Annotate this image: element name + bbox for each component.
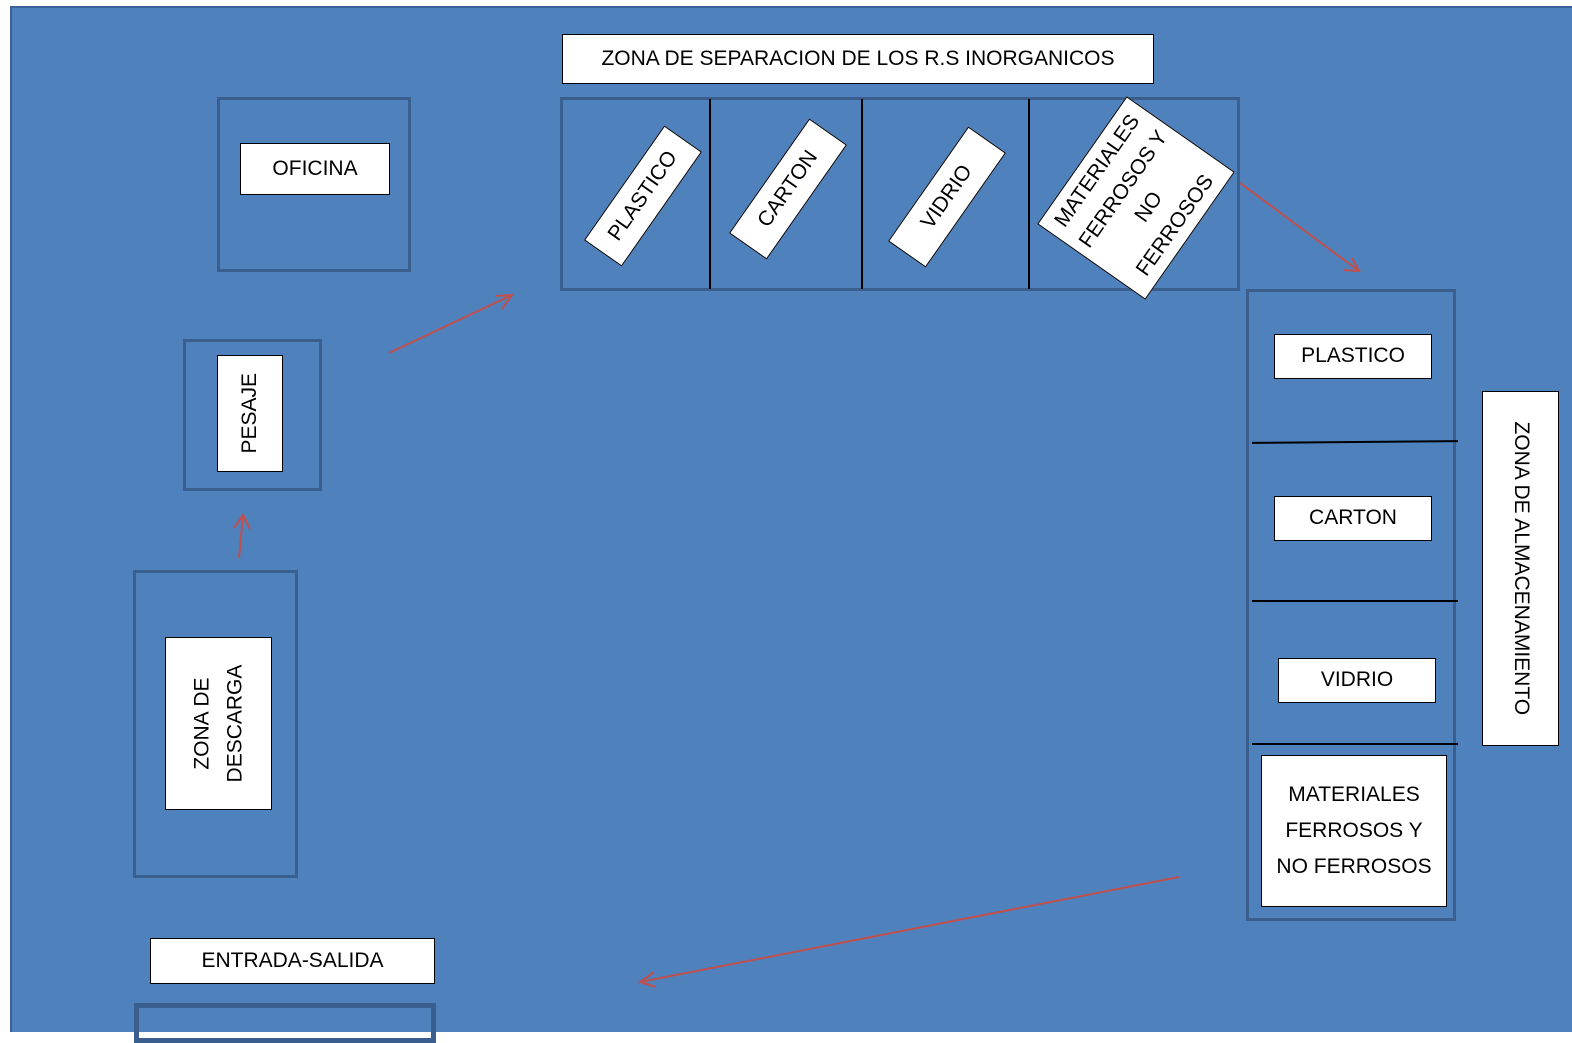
storage-bin-plastico: PLASTICO bbox=[1274, 334, 1432, 379]
separation-divider bbox=[709, 99, 711, 289]
flow-arrow-to-storage bbox=[1239, 182, 1361, 273]
flow-arrow-to-exit bbox=[637, 876, 1180, 988]
storage-zone bbox=[1246, 289, 1456, 921]
storage-bin-carton: CARTON bbox=[1274, 496, 1432, 541]
storage-bin-vidrio: VIDRIO bbox=[1278, 658, 1436, 703]
separation-divider bbox=[1028, 99, 1030, 289]
storage-zone-title: ZONA DE ALMACENAMIENTO bbox=[1482, 391, 1559, 746]
unloading-label: ZONA DE DESCARGA bbox=[165, 637, 272, 810]
flow-arrow-up bbox=[233, 513, 251, 559]
storage-bin-materiales: MATERIALES FERROSOS Y NO FERROSOS bbox=[1261, 755, 1447, 907]
flow-arrow-to-separation bbox=[388, 293, 515, 354]
office-zone bbox=[217, 97, 411, 272]
office-label: OFICINA bbox=[240, 143, 390, 195]
weighing-zone bbox=[183, 339, 322, 491]
unloading-zone bbox=[133, 570, 298, 878]
separation-zone-title: ZONA DE SEPARACION DE LOS R.S INORGANICO… bbox=[562, 34, 1154, 84]
separation-zone bbox=[560, 97, 1240, 291]
entrance-exit-label: ENTRADA-SALIDA bbox=[150, 938, 435, 984]
storage-divider bbox=[1252, 600, 1458, 602]
weighing-label: PESAJE bbox=[217, 355, 283, 472]
storage-divider bbox=[1252, 743, 1458, 745]
separation-divider bbox=[861, 99, 863, 289]
